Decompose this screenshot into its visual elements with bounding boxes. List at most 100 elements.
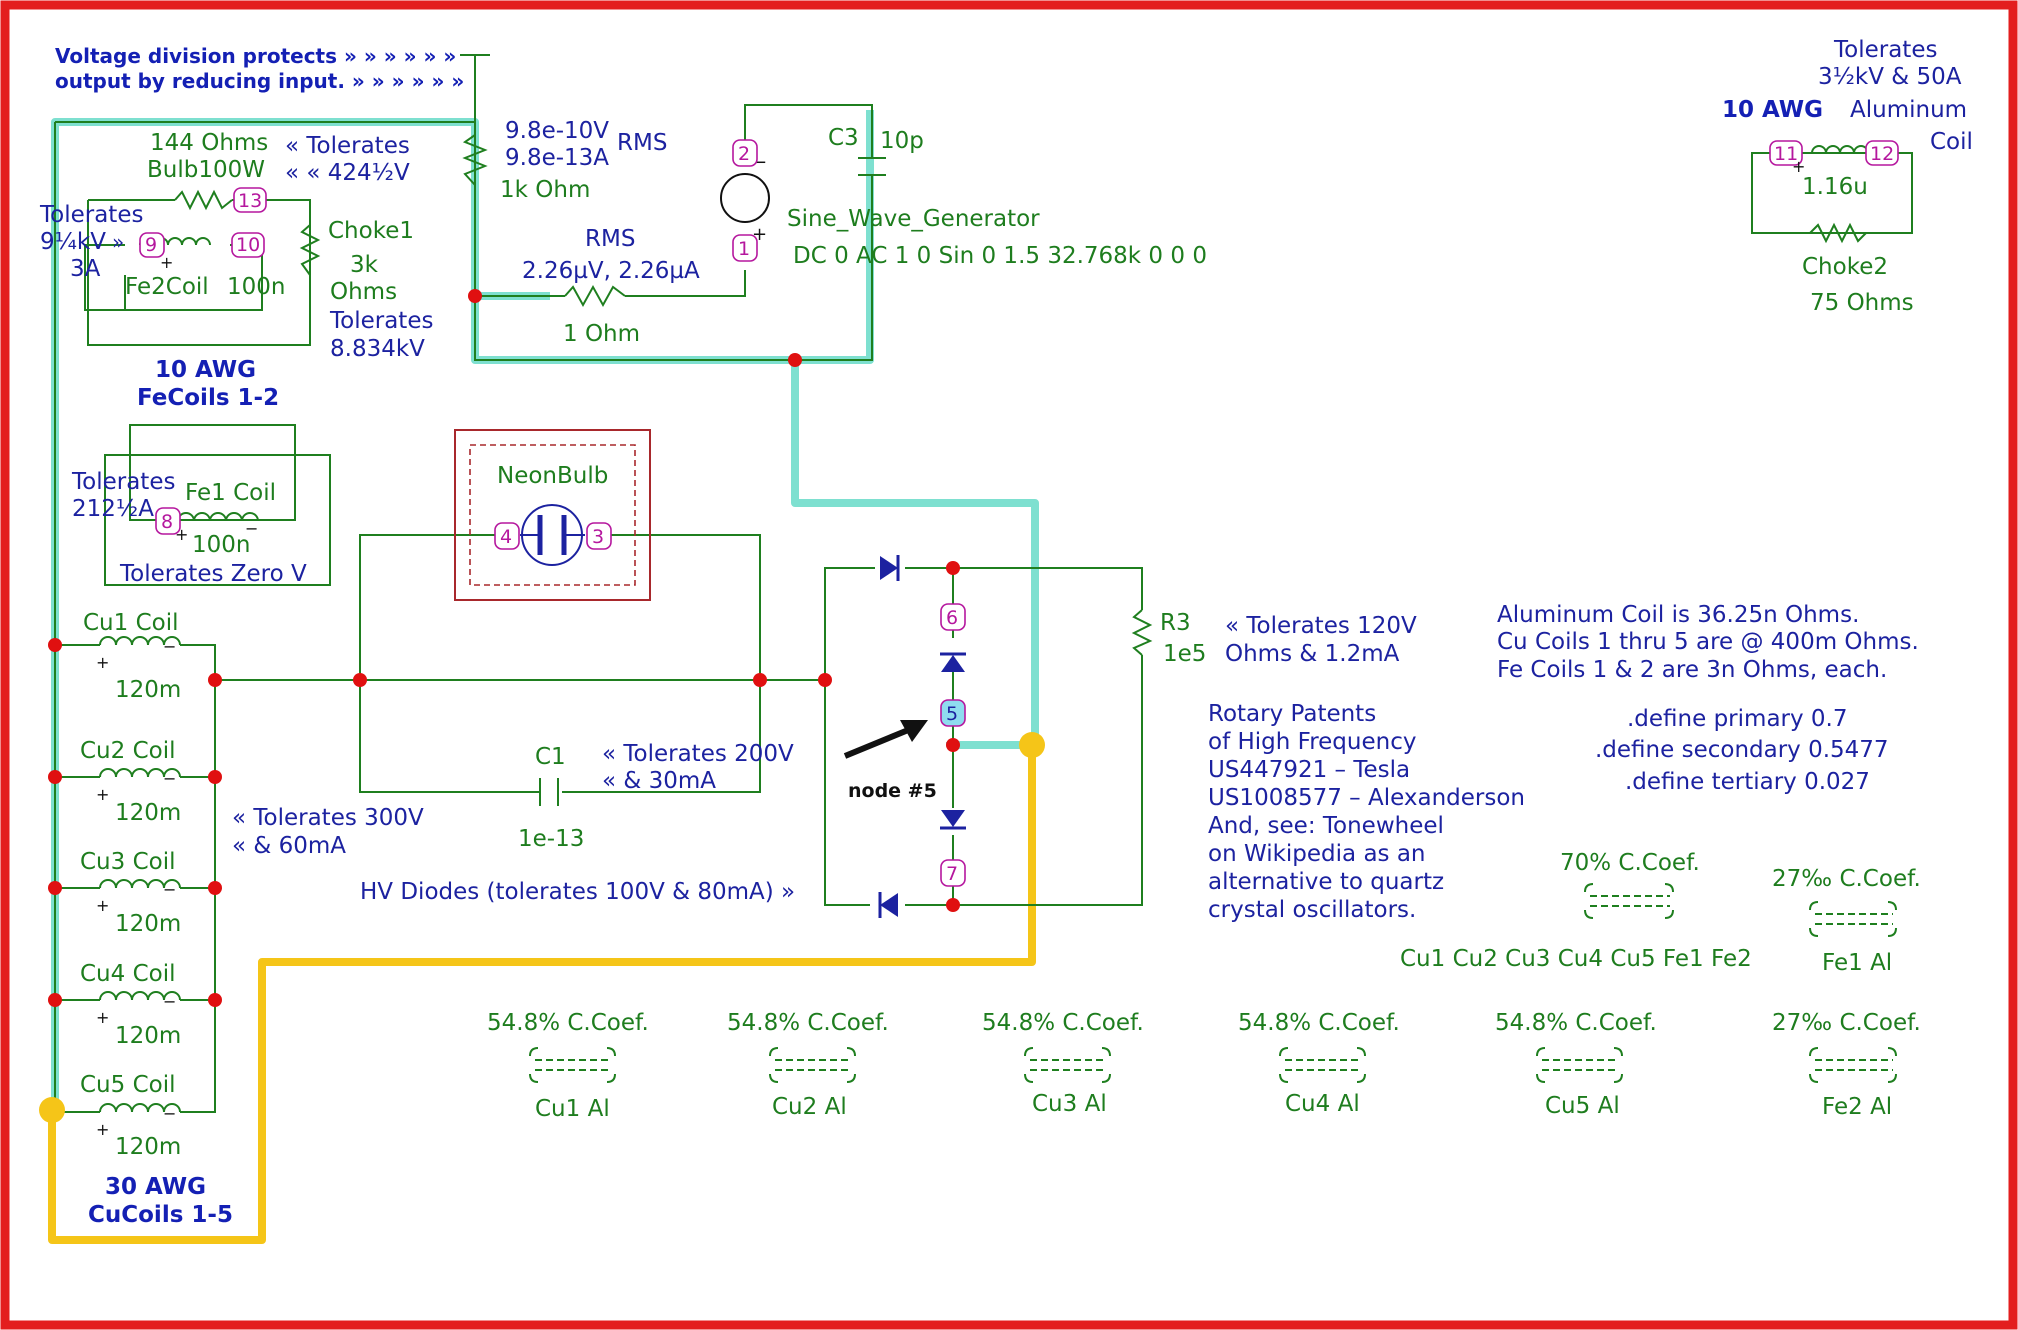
fecoils-awg: 10 AWG xyxy=(155,357,256,383)
cu3-coil-value: 120m xyxy=(115,911,181,937)
sine-wave-generator xyxy=(720,173,770,223)
cucoils-label: CuCoils 1-5 xyxy=(88,1202,233,1228)
rotary-line-4: US1008577 – Alexanderson xyxy=(1208,785,1525,811)
right-notes: Aluminum Coil is 36.25n Ohms. Cu Coils 1… xyxy=(1497,602,1919,795)
pin-10: 10 xyxy=(236,234,260,256)
choke1-tolerance-1: Tolerates xyxy=(329,308,433,334)
coupling-cu2-pct: 54.8% C.Coef. xyxy=(727,1010,889,1036)
bulb-resistor xyxy=(174,189,233,211)
node5-arrow xyxy=(843,723,920,759)
choke1-value: 3k xyxy=(350,252,379,278)
bulb-tolerance-2: « « 424½V xyxy=(285,160,410,186)
c3-value: 10p xyxy=(880,128,924,154)
r3-tolerance-1: « Tolerates 120V xyxy=(1225,613,1417,639)
rotary-line-2: of High Frequency xyxy=(1208,729,1416,755)
cu1-coil-name: Cu1 Coil xyxy=(83,610,179,636)
cu-coils-note: Cu Coils 1 thru 5 are @ 400m Ohms. xyxy=(1497,629,1919,655)
define-tertiary: .define tertiary 0.027 xyxy=(1625,769,1870,795)
hv-diodes xyxy=(878,555,966,918)
fe2-tolerance-2: 9¼kV xyxy=(40,229,106,255)
svg-text:−: − xyxy=(163,769,176,788)
voltage-division-line-1: Voltage division protects » » » » » » xyxy=(55,44,456,68)
cu-tolerance-2: « & 60mA xyxy=(232,833,346,859)
resistor-r3 xyxy=(1131,609,1153,656)
choke2-inductance: 1.16u xyxy=(1802,174,1868,200)
choke2-tolerance-2: 3½kV & 50A xyxy=(1818,64,1962,90)
coupling-cu1-label: Cu1 Al xyxy=(535,1096,610,1122)
fe1-coil-name: Fe1 Coil xyxy=(185,480,276,506)
choke2-tolerance-1: Tolerates xyxy=(1833,37,1937,63)
cu2-coil-name: Cu2 Coil xyxy=(80,738,176,764)
choke1-name: Choke1 xyxy=(328,218,414,244)
rotary-patents-note: Rotary Patents of High Frequency US44792… xyxy=(1208,701,1525,923)
choke1-tolerance-2: 8.834kV xyxy=(330,336,425,362)
fe1-coil xyxy=(177,512,259,522)
pin-3: 3 xyxy=(592,526,604,548)
svg-text:+: + xyxy=(175,525,188,544)
cu-coil-symbols xyxy=(75,636,185,1113)
fe1-coil-value: 100n xyxy=(192,532,250,558)
svg-text:−: − xyxy=(163,1104,176,1123)
svg-text:+: + xyxy=(96,653,109,672)
fe2-coil-value: 100n xyxy=(227,274,285,300)
define-primary: .define primary 0.7 xyxy=(1627,706,1848,732)
r1-rms: RMS xyxy=(585,226,635,252)
pin-7: 7 xyxy=(946,863,958,885)
coupling-fe2-pct: 27‰ C.Coef. xyxy=(1772,1010,1921,1036)
r1k-rms: RMS xyxy=(617,130,667,156)
c3-name: C3 xyxy=(828,125,859,151)
bulb-name: Bulb100W xyxy=(147,157,265,183)
coupling-cu5-pct: 54.8% C.Coef. xyxy=(1495,1010,1657,1036)
pin-9: 9 xyxy=(145,234,157,256)
svg-text:+: + xyxy=(96,896,109,915)
top-left-notes: Voltage division protects » » » » » » ou… xyxy=(55,44,464,93)
fe2-coil-name: Fe2Coil xyxy=(125,274,209,300)
coupling-symbols xyxy=(529,883,1897,1083)
neon-bulb-name: NeonBulb xyxy=(497,463,608,489)
r1k-voltage: 9.8e-10V xyxy=(505,118,609,144)
r1-value: 1 Ohm xyxy=(563,321,640,347)
svg-text:−: − xyxy=(163,637,176,656)
pin-1: 1 xyxy=(738,238,750,260)
define-secondary: .define secondary 0.5477 xyxy=(1595,737,1889,763)
resistor-1k xyxy=(462,134,488,186)
rotary-line-1: Rotary Patents xyxy=(1208,701,1376,727)
cu1-coil-value: 120m xyxy=(115,677,181,703)
r3-tolerance-2: Ohms & 1.2mA xyxy=(1225,641,1400,667)
hv-diodes-note: HV Diodes (tolerates 100V & 80mA) » xyxy=(360,879,795,905)
pin-markers xyxy=(139,139,1899,887)
r1k-value: 1k Ohm xyxy=(500,177,590,203)
choke2-coil xyxy=(1811,145,1869,154)
svg-text:+: + xyxy=(160,253,173,272)
r1-values: 2.26µV, 2.26µA xyxy=(522,258,700,284)
coupling-fe2-label: Fe2 Al xyxy=(1822,1094,1892,1120)
rotary-line-5: And, see: Tonewheel xyxy=(1208,813,1444,839)
fecoils-label: FeCoils 1-2 xyxy=(137,385,279,411)
coupling-cu4-label: Cu4 Al xyxy=(1285,1091,1360,1117)
coupling-cu3-label: Cu3 Al xyxy=(1032,1091,1107,1117)
coupling-70-label: Cu1 Cu2 Cu3 Cu4 Cu5 Fe1 Fe2 xyxy=(1400,946,1752,972)
pin-4: 4 xyxy=(500,526,512,548)
coupling-cu3-pct: 54.8% C.Coef. xyxy=(982,1010,1144,1036)
cu-tolerance-1: « Tolerates 300V xyxy=(232,805,424,831)
junction-dots xyxy=(39,289,1045,1123)
fe1-tolerance-zero: Tolerates Zero V xyxy=(119,561,307,587)
aluminum-coil-note: Aluminum Coil is 36.25n Ohms. xyxy=(1497,602,1859,628)
svg-text:−: − xyxy=(163,880,176,899)
choke2-aluminum: Aluminum xyxy=(1850,97,1967,123)
r3-value: 1e5 xyxy=(1163,641,1206,667)
c1-tolerance-1: « Tolerates 200V xyxy=(602,741,794,767)
pin-labels: 2 1 13 9 10 11 12 8 4 3 6 5 7 xyxy=(145,143,1894,885)
rotary-line-7: alternative to quartz xyxy=(1208,869,1444,895)
bulb-ohms: 144 Ohms xyxy=(150,130,268,156)
coupling-cu2-label: Cu2 Al xyxy=(772,1094,847,1120)
coupling-70-pct: 70% C.Coef. xyxy=(1560,850,1700,876)
generator-name: Sine_Wave_Generator xyxy=(787,206,1040,232)
neon-bulb-box xyxy=(454,429,651,601)
svg-text:+: + xyxy=(96,785,109,804)
choke2-awg: 10 AWG xyxy=(1722,97,1823,123)
resistor-1-ohm xyxy=(564,284,626,308)
coupling-cu5-label: Cu5 Al xyxy=(1545,1093,1620,1119)
